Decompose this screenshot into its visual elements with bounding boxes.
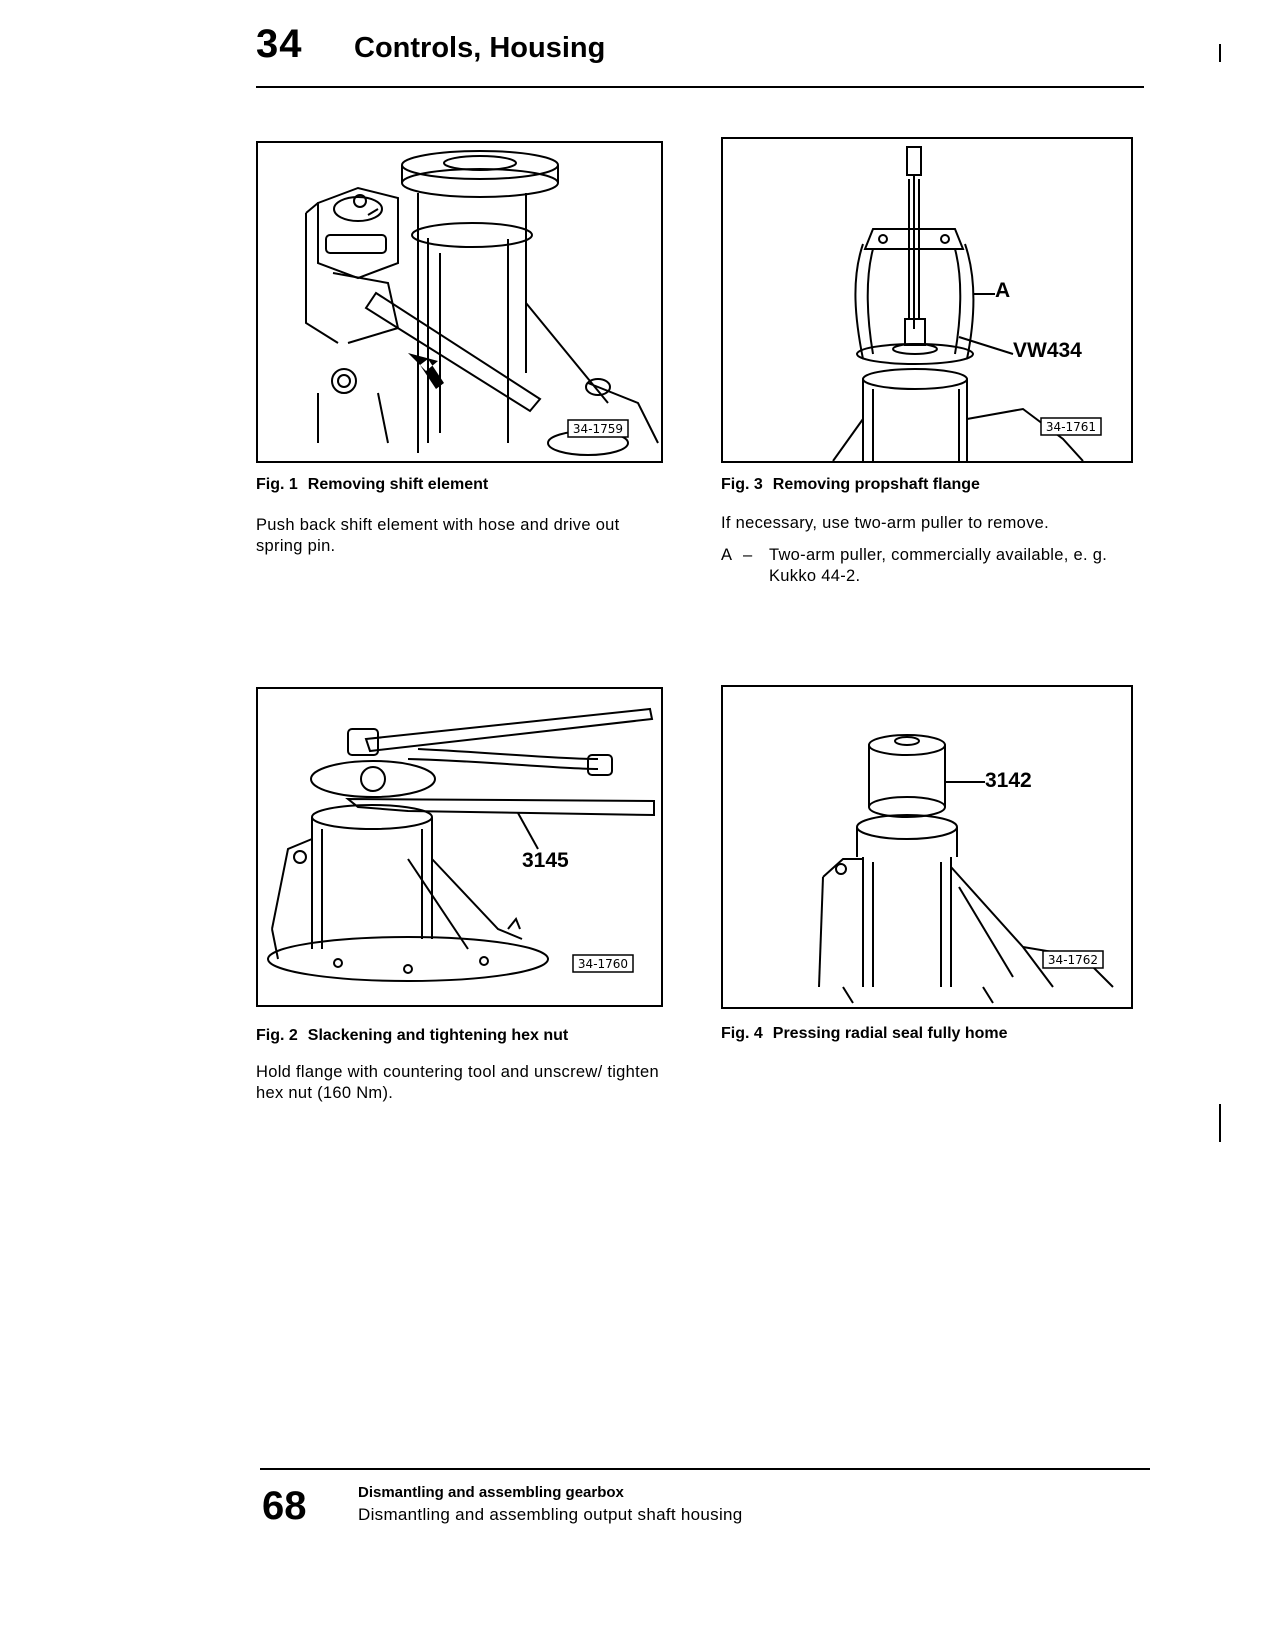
- figure-3-image-id: 34-1761: [1046, 420, 1096, 434]
- figure-4-callout-3142: 3142: [985, 769, 1032, 792]
- figure-2-title: Slackening and tightening hex nut: [307, 1027, 569, 1044]
- legend-dash: –: [743, 546, 753, 564]
- figure-2-text: Hold flange with countering tool and uns…: [256, 1063, 659, 1102]
- footer-subsection-title: Dismantling and assembling output shaft …: [358, 1505, 743, 1524]
- margin-mark-middle: [1219, 1104, 1221, 1142]
- figure-1-image-id: 34-1759: [573, 422, 623, 436]
- legend-key: A: [721, 546, 733, 564]
- legend-item: A – Two-arm puller, commercially availab…: [721, 545, 1143, 587]
- figure-1-number: Fig. 1: [256, 476, 298, 493]
- figure-1-text: Push back shift element with hose and dr…: [256, 516, 620, 555]
- figure-3-illustration: 34-1761 A VW434: [721, 137, 1133, 463]
- page-number: 68: [262, 1484, 307, 1528]
- header-rule: [256, 86, 1144, 88]
- figure-4-drawing: 34-1762: [818, 734, 1114, 1004]
- figure-3-caption: Fig. 3 Removing propshaft flange: [721, 476, 980, 494]
- figure-3-callout-a: A: [995, 279, 1011, 302]
- figure-3-number: Fig. 3: [721, 476, 763, 493]
- footer-rule: [260, 1468, 1150, 1470]
- figure-3-callout-vw434: VW434: [1013, 339, 1082, 362]
- figure-2-caption: Fig. 2 Slackening and tightening hex nut: [256, 1027, 568, 1045]
- figure-4-caption: Fig. 4 Pressing radial seal fully home: [721, 1025, 1008, 1043]
- figure-2-drawing: 34-1760: [267, 707, 655, 982]
- figure-3-drawing: 34-1761: [832, 146, 1102, 461]
- figure-2-image-id: 34-1760: [578, 957, 628, 971]
- figure-3-text: If necessary, use two-arm puller to remo…: [721, 514, 1050, 532]
- chapter-title: Controls, Housing: [354, 32, 606, 64]
- figure-1-drawing: 34-1759: [305, 150, 659, 456]
- figure-1-caption: Fig. 1 Removing shift element: [256, 476, 488, 494]
- chapter-number: 34: [256, 22, 303, 66]
- figure-2-number: Fig. 2: [256, 1027, 298, 1044]
- legend-text: Two-arm puller, commercially available, …: [769, 546, 1108, 585]
- figure-4-illustration: 34-1762 3142: [721, 685, 1133, 1009]
- figure-1-title: Removing shift element: [307, 476, 489, 493]
- figure-4-image-id: 34-1762: [1048, 953, 1098, 967]
- figure-2-callout-3145: 3145: [522, 849, 569, 872]
- figure-3-legend: A – Two-arm puller, commercially availab…: [721, 545, 1143, 587]
- footer-section-title: Dismantling and assembling gearbox: [358, 1484, 624, 1501]
- figure-4-number: Fig. 4: [721, 1025, 763, 1042]
- figure-3-title: Removing propshaft flange: [772, 476, 980, 493]
- figure-4-title: Pressing radial seal fully home: [772, 1025, 1008, 1042]
- margin-mark-top: [1219, 44, 1221, 62]
- figure-2-illustration: 34-1760 3145: [256, 687, 663, 1007]
- figure-1-illustration: 34-1759: [256, 141, 663, 463]
